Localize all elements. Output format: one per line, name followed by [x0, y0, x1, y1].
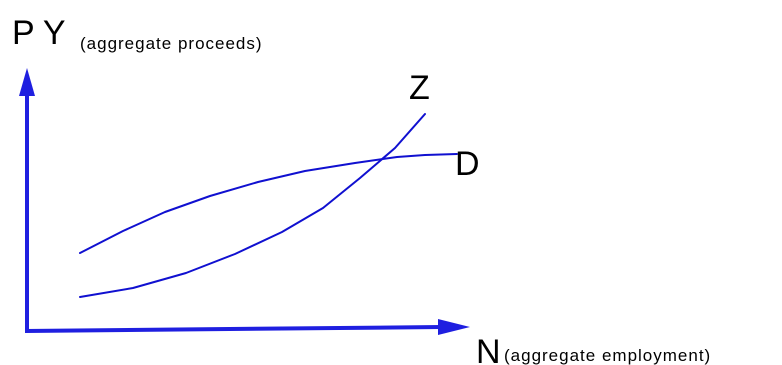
x-axis-description: (aggregate employment) — [504, 346, 711, 365]
y-axis-symbol: P Y — [12, 14, 66, 52]
curve-d-line — [79, 153, 458, 254]
curve-d-label: D — [455, 145, 480, 183]
curve-z-label: Z — [409, 69, 430, 107]
y-axis-arrowhead — [19, 68, 35, 96]
x-axis-line — [24, 325, 443, 333]
x-axis-symbol: N — [476, 333, 501, 365]
x-axis-arrowhead — [438, 319, 470, 335]
y-axis-description: (aggregate proceeds) — [80, 34, 263, 53]
curve-z-line — [79, 113, 426, 298]
